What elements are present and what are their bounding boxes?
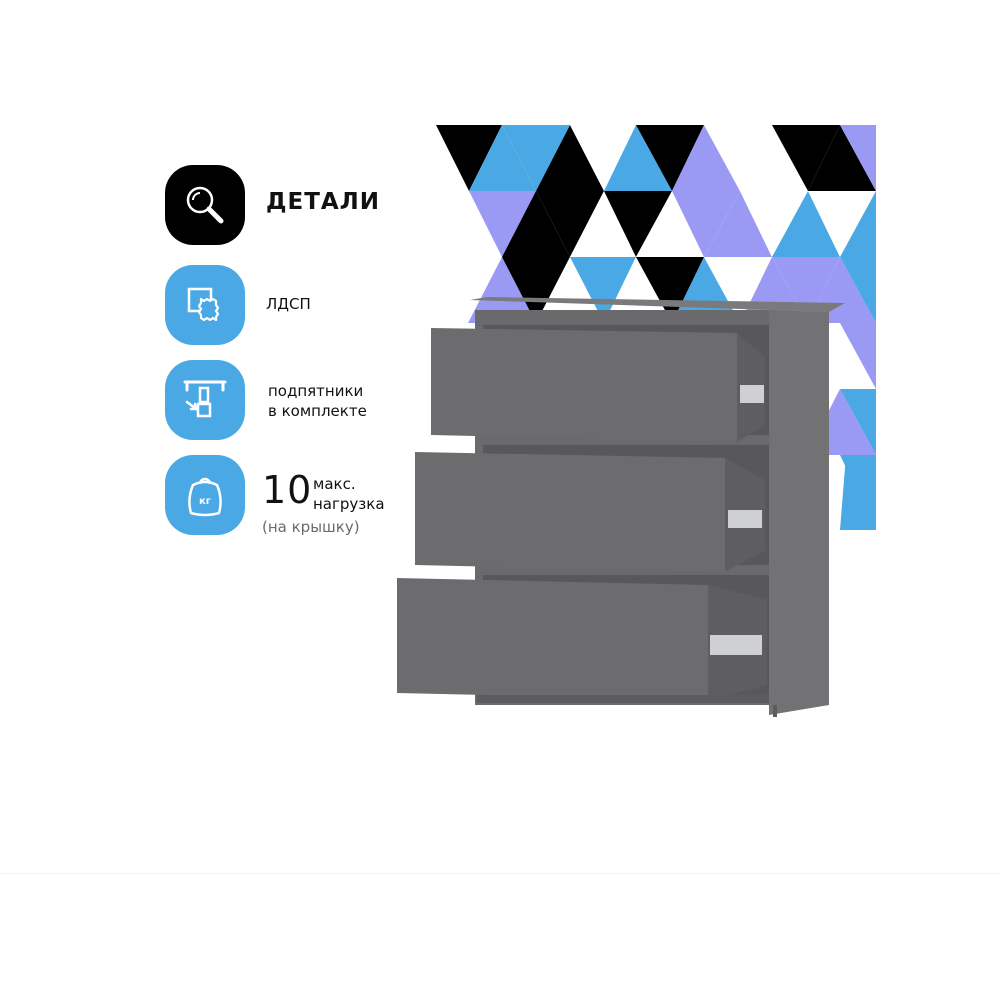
load-icon-badge: кг [165, 455, 245, 535]
floor-line [0, 873, 1000, 874]
svg-text:кг: кг [199, 496, 211, 507]
material-label: ЛДСП [266, 295, 311, 313]
feet-icon-badge [165, 360, 245, 440]
feet-label-line1: подпятники [268, 382, 364, 400]
magnifier-icon [186, 186, 224, 224]
chest-of-drawers-image [397, 297, 845, 717]
max-load-caption-line2: нагрузка [313, 495, 385, 513]
max-load-note: (на крышку) [262, 518, 360, 536]
chipboard-sheet-icon [187, 287, 220, 322]
material-icon-badge [165, 265, 245, 345]
details-icon-badge [165, 165, 245, 245]
details-label: ДЕТАЛИ [266, 189, 381, 215]
max-load-caption-line1: макс. [313, 475, 356, 493]
feet-label-line2: в комплекте [268, 402, 367, 420]
weight-kg-icon: кг [188, 477, 222, 517]
furniture-foot-icon [183, 380, 227, 418]
max-load-value: 10 [262, 468, 313, 512]
